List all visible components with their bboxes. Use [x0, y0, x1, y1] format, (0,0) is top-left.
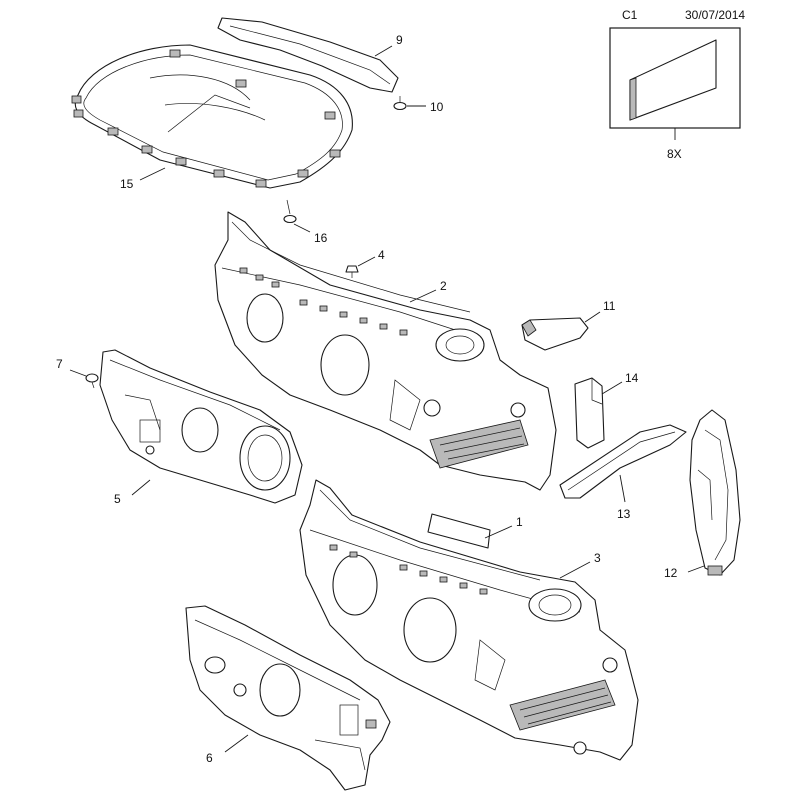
part-7-clip	[85, 373, 99, 389]
callout-2: 2	[440, 279, 447, 293]
callout-11: 11	[603, 299, 616, 313]
part-15-hood-insulator	[71, 44, 353, 189]
callout-7: 7	[56, 357, 63, 371]
callout-4: 4	[378, 248, 385, 262]
part-1-pad	[427, 513, 491, 549]
part-11-spacer	[521, 317, 589, 351]
inset-quantity-label: 8X	[667, 147, 682, 161]
callout-9: 9	[396, 33, 403, 47]
callout-3: 3	[594, 551, 601, 565]
callout-14: 14	[625, 371, 639, 385]
callout-16: 16	[314, 231, 328, 245]
part-6-dash-insulator-left	[185, 605, 391, 791]
callout-1: 1	[516, 515, 523, 529]
part-4-clip	[345, 265, 359, 278]
callout-15: 15	[120, 177, 134, 191]
part-10-clip	[393, 96, 407, 111]
part-12-side-panel	[689, 409, 741, 576]
part-13-seal-strip	[559, 424, 687, 499]
callout-10: 10	[430, 100, 444, 114]
callout-6: 6	[206, 751, 213, 765]
part-14-foam-block	[574, 377, 605, 449]
part-16-clip	[283, 199, 297, 224]
part-2-dash-insulator	[214, 211, 557, 491]
inset-box: 8X	[609, 27, 741, 161]
callout-5: 5	[114, 492, 121, 506]
part-5-dash-insulator-left	[99, 349, 303, 504]
callout-13: 13	[617, 507, 631, 521]
diagram-date: 30/07/2014	[685, 8, 746, 22]
callout-12: 12	[664, 566, 678, 580]
diagram-code: C1	[622, 8, 638, 22]
part-3-dash-insulator	[299, 479, 639, 761]
part-9-seal-strip	[217, 17, 399, 93]
